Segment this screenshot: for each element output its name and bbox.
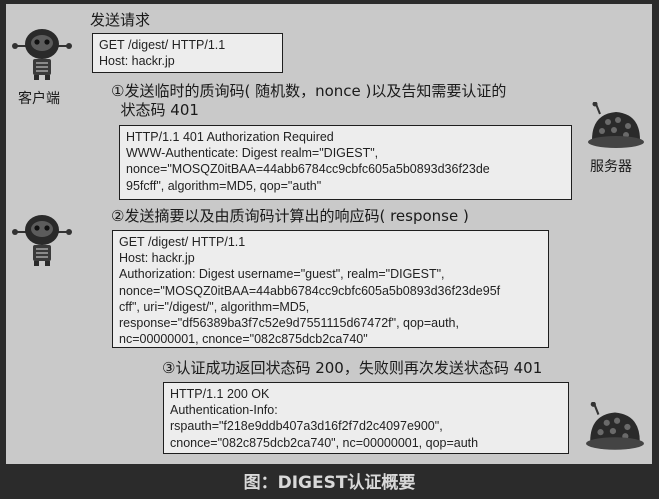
step-request-heading: 发送请求 <box>90 11 151 29</box>
step-3-heading: ③认证成功返回状态码 200，失败则再次发送状态码 401 <box>162 359 543 377</box>
client-robot-icon <box>12 215 72 266</box>
server-label: 服务器 <box>590 159 632 175</box>
client-robot-icon <box>12 29 72 80</box>
step-3-message: HTTP/1.1 200 OK Authentication-Info: rsp… <box>163 382 569 454</box>
diagram-panel: 客户端 发送请求 GET /digest/ HTTP/1.1 Host: hac… <box>6 4 652 464</box>
step-2-heading: ②发送摘要以及由质询码计算出的响应码( response ) <box>111 207 469 225</box>
figure-caption: 图：DIGEST认证概要 <box>243 473 416 493</box>
step-1-heading: ①发送临时的质询码( 随机数，nonce )以及告知需要认证的 状态码 401 <box>111 82 507 119</box>
step-1-message: HTTP/1.1 401 Authorization Required WWW-… <box>119 125 572 200</box>
step-request-message: GET /digest/ HTTP/1.1 Host: hackr.jp <box>92 33 283 73</box>
server-icon <box>588 102 644 148</box>
step-2-message: GET /digest/ HTTP/1.1 Host: hackr.jp Aut… <box>112 230 549 348</box>
server-icon <box>586 402 644 450</box>
client-label: 客户端 <box>18 91 60 107</box>
